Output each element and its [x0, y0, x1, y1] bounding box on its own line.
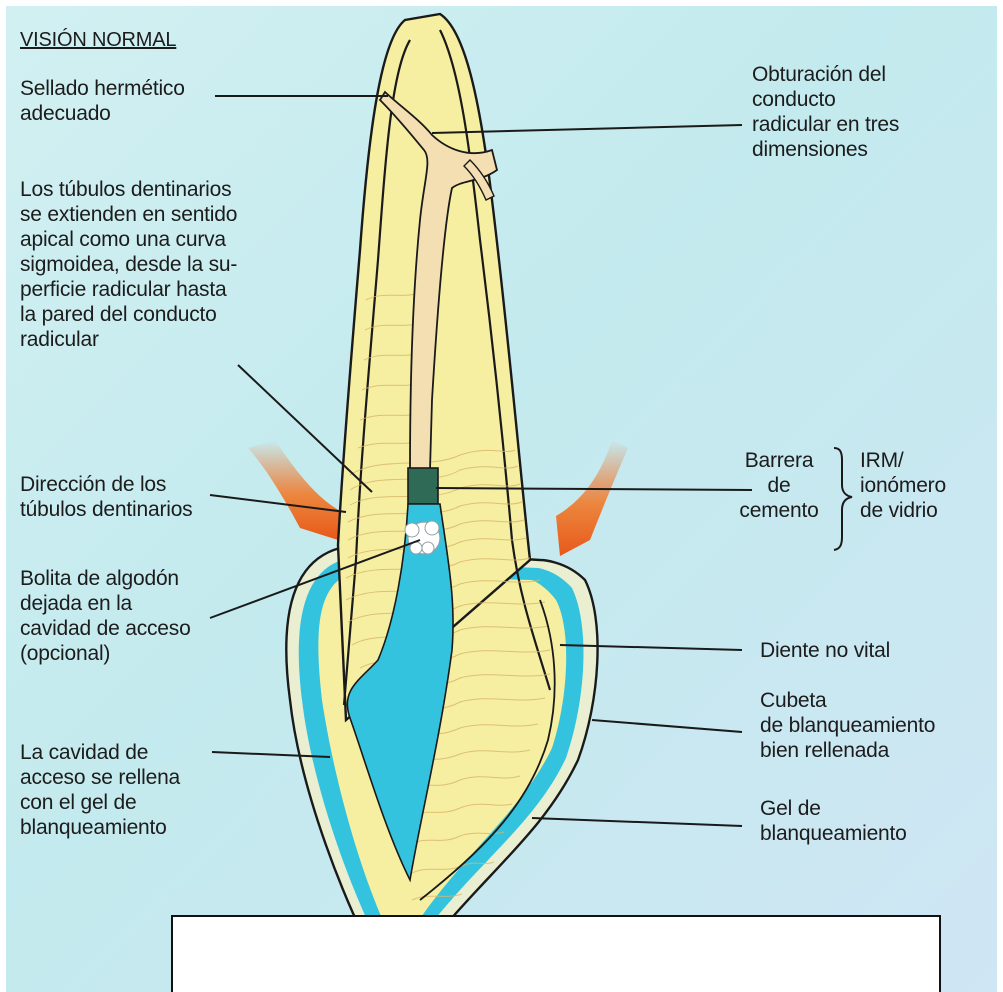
page-title: VISIÓN NORMAL — [20, 28, 176, 53]
label-obturacion: Obturación del conducto radicular en tre… — [752, 62, 899, 162]
cotton-pellet — [405, 521, 440, 554]
label-direccion: Dirección de los túbulos dentinarios — [20, 472, 193, 522]
label-barrera: Barrera de cemento — [732, 448, 826, 523]
label-sellado: Sellado hermético adecuado — [20, 76, 185, 126]
label-gel: Gel de blanqueamiento — [760, 796, 907, 846]
bracket-brace — [834, 448, 852, 550]
frame-left — [0, 0, 6, 992]
caption-box — [171, 915, 941, 992]
label-cavidad: La cavidad de acceso se rellena con el g… — [20, 740, 180, 840]
label-bolita: Bolita de algodón dejada en la cavidad d… — [20, 566, 191, 666]
gingiva-left — [248, 440, 342, 540]
frame-right — [997, 0, 1003, 992]
gingiva-right — [556, 440, 628, 556]
cement-barrier — [408, 468, 438, 504]
label-diente: Diente no vital — [760, 638, 890, 663]
frame-top — [0, 0, 1003, 6]
label-irm: IRM/ ionómero de vidrio — [860, 448, 946, 523]
label-tubulos-curva: Los túbulos dentinarios se extienden en … — [20, 177, 237, 352]
label-cubeta: Cubeta de blanqueamiento bien rellenada — [760, 688, 935, 763]
